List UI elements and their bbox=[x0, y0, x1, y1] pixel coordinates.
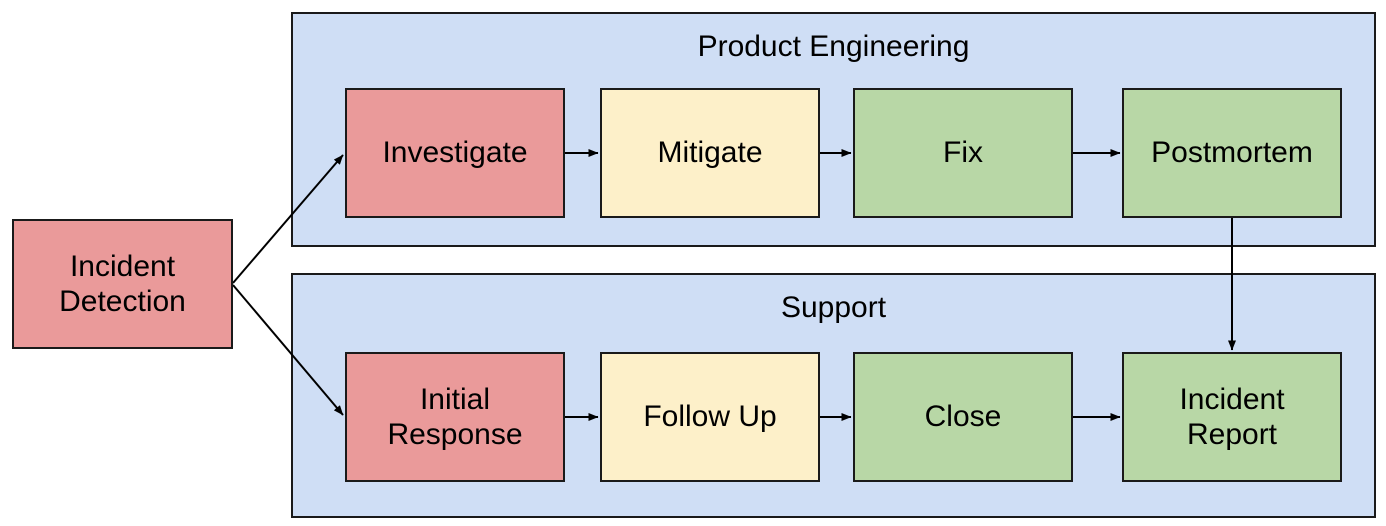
swimlane-support-title: Support bbox=[780, 291, 887, 324]
node-incident-detection[interactable]: Incident Detection bbox=[12, 219, 233, 349]
node-mitigate[interactable]: Mitigate bbox=[600, 88, 820, 218]
node-close-label: Close bbox=[924, 400, 1002, 434]
node-postmortem[interactable]: Postmortem bbox=[1122, 88, 1342, 218]
node-investigate[interactable]: Investigate bbox=[345, 88, 565, 218]
swimlane-product-engineering-title: Product Engineering bbox=[697, 30, 970, 63]
node-mitigate-label: Mitigate bbox=[657, 136, 763, 170]
node-incident-detection-label: Incident Detection bbox=[59, 249, 186, 318]
node-initial-response[interactable]: Initial Response bbox=[345, 352, 565, 482]
node-incident-report[interactable]: Incident Report bbox=[1122, 352, 1342, 482]
node-fix-label: Fix bbox=[943, 136, 983, 170]
node-initial-response-label: Initial Response bbox=[387, 382, 523, 451]
node-postmortem-label: Postmortem bbox=[1151, 136, 1313, 170]
node-follow-up-label: Follow Up bbox=[643, 400, 777, 434]
node-incident-report-label: Incident Report bbox=[1179, 382, 1285, 451]
node-investigate-label: Investigate bbox=[382, 136, 528, 170]
node-close[interactable]: Close bbox=[853, 352, 1073, 482]
node-fix[interactable]: Fix bbox=[853, 88, 1073, 218]
node-follow-up[interactable]: Follow Up bbox=[600, 352, 820, 482]
